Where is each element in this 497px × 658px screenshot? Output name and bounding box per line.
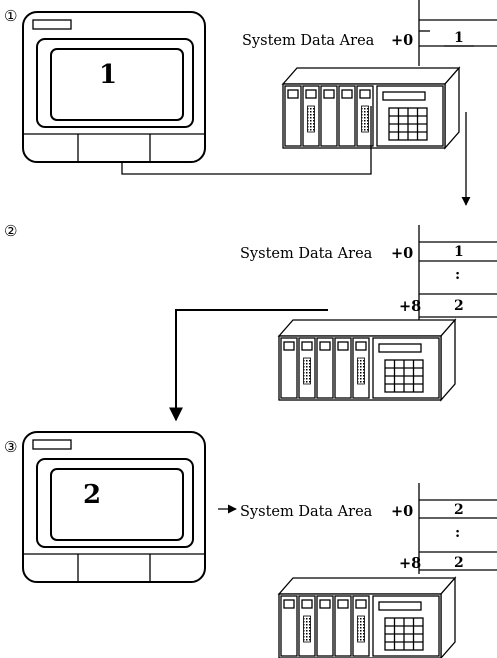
offset-label-1-0: +0 <box>391 32 413 49</box>
step-3: ③ 2 System Data Area +0 2 : +8 2 <box>4 431 497 658</box>
offset-label-3-1: +8 <box>399 555 421 572</box>
display-unit-3 <box>22 431 206 583</box>
step-3-marker: ③ <box>4 438 17 456</box>
flow-arrow-2 <box>169 309 328 422</box>
cell-value-2-0: 1 <box>454 244 464 260</box>
cell-value-3-2: 2 <box>454 555 464 571</box>
cell-value-1-0: 1 <box>454 30 464 46</box>
step-1-marker: ① <box>4 7 17 25</box>
cell-value-2-2: 2 <box>454 298 464 314</box>
offset-label-2-0: +0 <box>391 245 413 262</box>
data-table-3 <box>418 483 497 574</box>
step-1: ① 1 System Data Area +0 1 <box>4 0 497 206</box>
data-table-2 <box>418 225 497 320</box>
step-2-marker: ② <box>4 222 17 240</box>
system-data-area-label-3: System Data Area <box>240 504 373 520</box>
data-table-1 <box>418 0 497 66</box>
plc-rack-3 <box>278 577 456 658</box>
plc-rack-2 <box>278 319 456 401</box>
screen-number-3: 2 <box>83 480 101 510</box>
step-2: ② System Data Area +0 1 : +8 2 <box>4 222 497 422</box>
cell-value-3-0: 2 <box>454 502 464 518</box>
system-data-area-label-1: System Data Area <box>242 33 375 49</box>
connection-cable <box>121 106 372 175</box>
cell-value-2-1: : <box>455 267 460 283</box>
offset-label-3-0: +0 <box>391 503 413 520</box>
cell-value-3-1: : <box>455 525 460 541</box>
screen-number-1: 1 <box>99 60 117 90</box>
offset-label-2-1: +8 <box>399 298 421 315</box>
system-data-area-label-2: System Data Area <box>240 246 373 262</box>
